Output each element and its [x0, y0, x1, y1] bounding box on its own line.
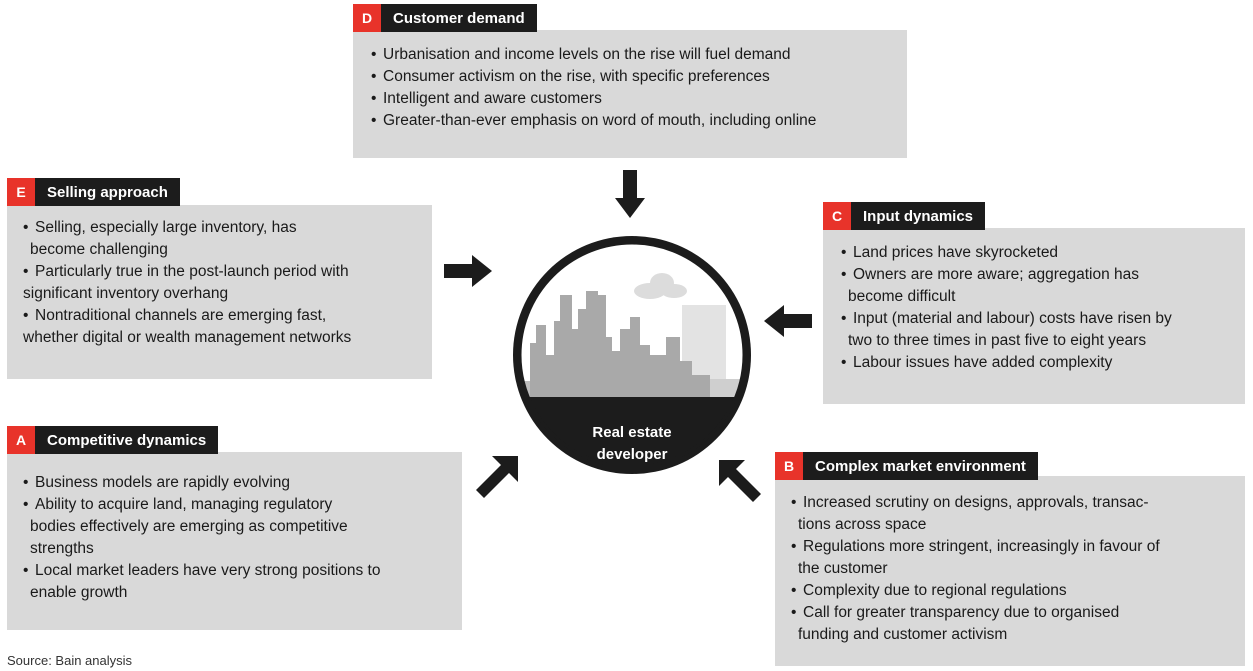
- panel-title: Customer demand: [393, 9, 525, 27]
- list-item: •Nontraditional channels are emerging fa…: [23, 307, 352, 346]
- list-item: •Selling, especially large inventory, ha…: [23, 219, 297, 258]
- panel-title: Competitive dynamics: [47, 431, 207, 449]
- panel-title: Selling approach: [47, 183, 168, 201]
- arrow-right-icon: [444, 255, 492, 287]
- panel-letter: D: [353, 4, 381, 32]
- panel-title: Input dynamics: [863, 207, 974, 225]
- center-label-line1: Real estate: [592, 424, 671, 441]
- real-estate-developer-node: Real estate developer: [510, 225, 755, 487]
- list-item: •Business models are rapidly evolving: [23, 474, 291, 491]
- panel-box: •Selling, especially large inventory, ha…: [7, 205, 432, 379]
- panel-letter: E: [7, 178, 35, 206]
- list-item: •Particularly true in the post-launch pe…: [23, 263, 349, 302]
- city-circle-icon: Real estate developer: [513, 236, 751, 474]
- arrow-up-left-icon: [719, 460, 761, 502]
- list-item: •Call for greater transparency due to or…: [791, 604, 1120, 643]
- panel-letter: A: [7, 426, 35, 454]
- panel-header: D Customer demand: [353, 4, 537, 32]
- list-item: •Labour issues have added complexity: [841, 354, 1113, 371]
- source-note: Source: Bain analysis: [7, 653, 133, 668]
- arrow-down-icon: [615, 170, 645, 218]
- list-item: •Intelligent and aware customers: [371, 90, 602, 107]
- list-item: •Greater-than-ever emphasis on word of m…: [371, 112, 817, 129]
- list-item: •Regulations more stringent, increasingl…: [791, 538, 1160, 577]
- center-label-line2: developer: [597, 446, 668, 463]
- list-item: •Increased scrutiny on designs, approval…: [791, 494, 1149, 533]
- panel-header: C Input dynamics: [823, 202, 986, 230]
- panel-letter: C: [823, 202, 851, 230]
- panel-box: •Urbanisation and income levels on the r…: [353, 30, 907, 158]
- panel-box: •Land prices have skyrocketed •Owners ar…: [823, 228, 1245, 404]
- list-item: •Urbanisation and income levels on the r…: [371, 46, 791, 63]
- panel-header: A Competitive dynamics: [7, 426, 219, 454]
- list-item: •Land prices have skyrocketed: [841, 244, 1059, 261]
- arrow-left-icon: [764, 305, 812, 337]
- list-item: •Complexity due to regional regulations: [791, 582, 1067, 599]
- panel-box: •Business models are rapidly evolving •A…: [7, 452, 462, 630]
- list-item: •Input (material and labour) costs have …: [841, 310, 1172, 349]
- panel-header: E Selling approach: [7, 178, 180, 206]
- list-item: •Consumer activism on the rise, with spe…: [371, 68, 770, 85]
- panel-header: B Complex market environment: [775, 452, 1038, 480]
- arrow-up-right-icon: [476, 456, 518, 498]
- panel-box: •Increased scrutiny on designs, approval…: [775, 476, 1245, 666]
- panel-title: Complex market environment: [815, 457, 1026, 475]
- list-item: •Local market leaders have very strong p…: [23, 562, 381, 601]
- panel-letter: B: [775, 452, 803, 480]
- list-item: •Ability to acquire land, managing regul…: [23, 496, 348, 557]
